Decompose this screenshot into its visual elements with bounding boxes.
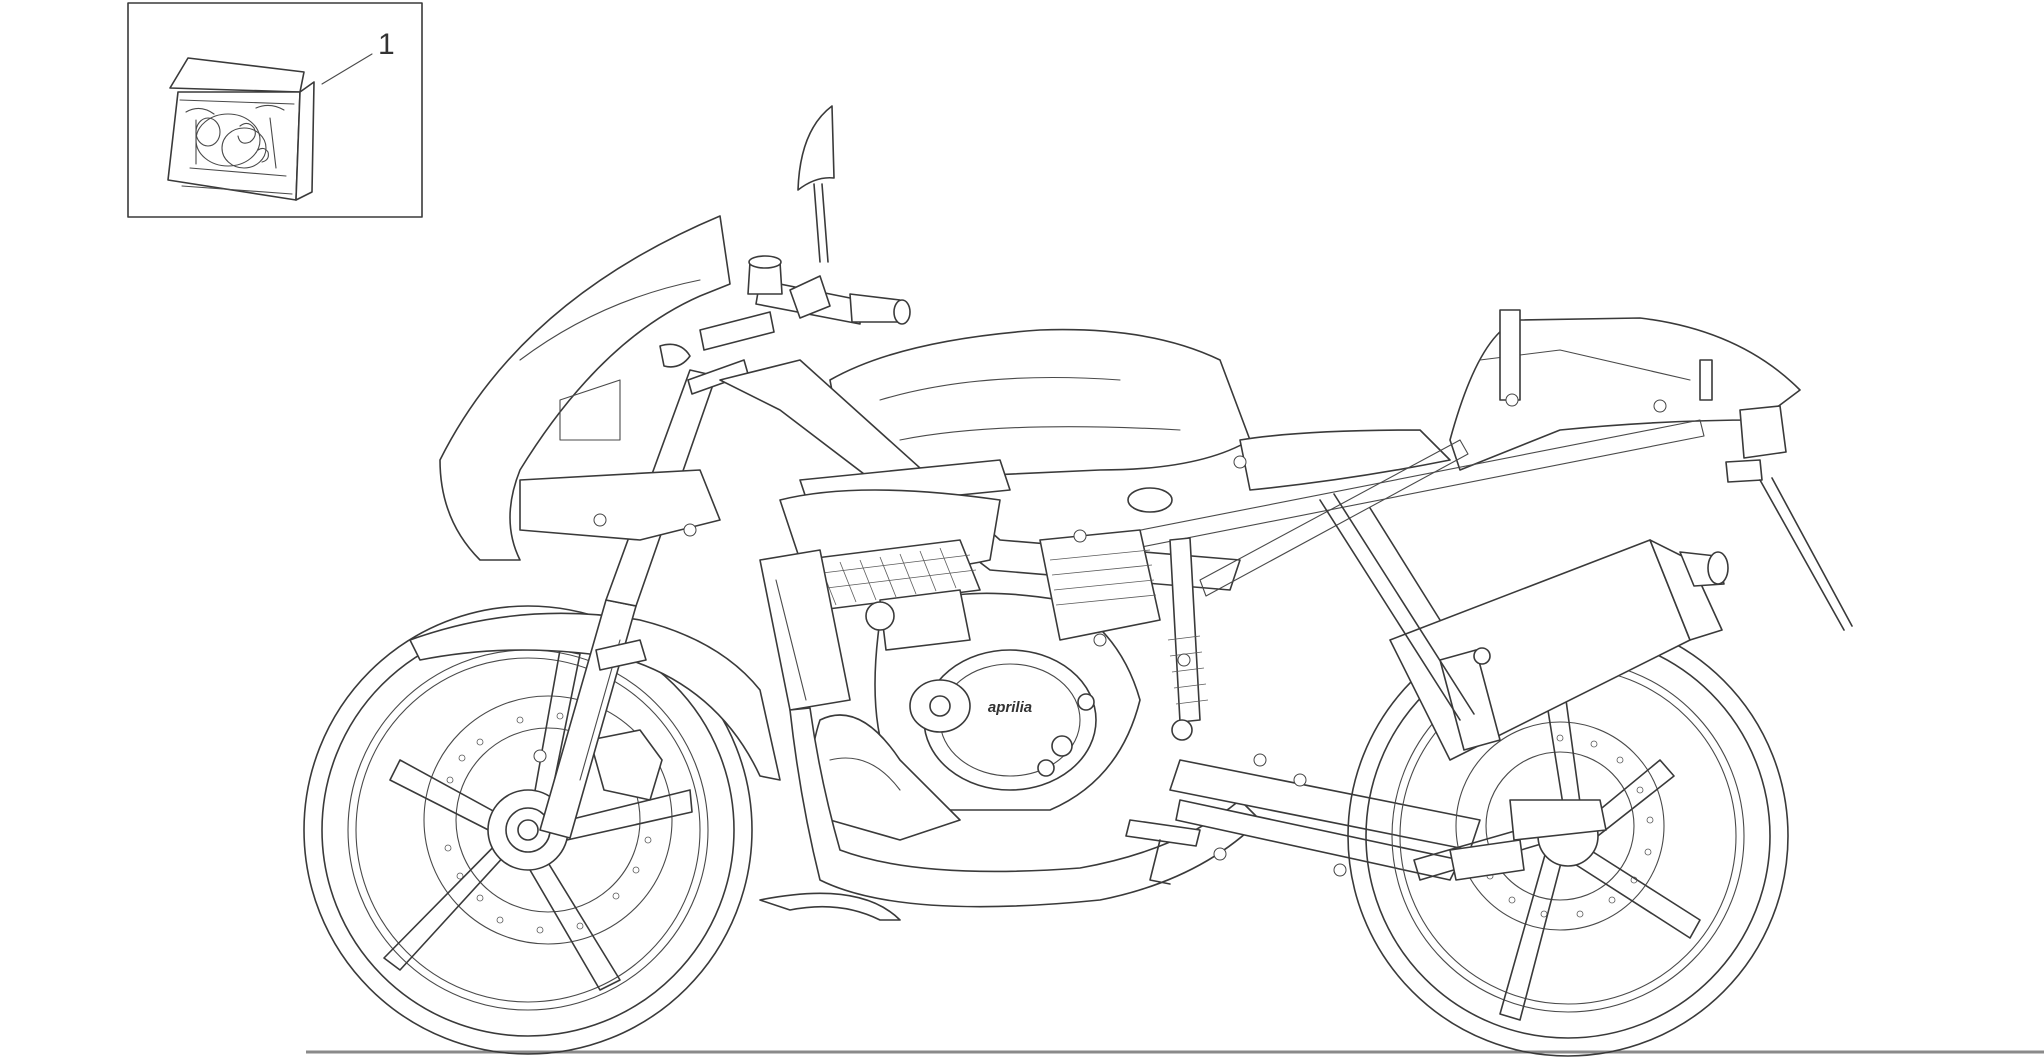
seat [1239,429,1451,491]
inset-panel: 1 [127,2,423,218]
engine: aprilia [759,529,1261,921]
front-brake-disc [423,695,673,945]
exhaust-silencer [1389,539,1729,761]
frame [719,359,1705,611]
tail-fairing [1449,317,1801,471]
front-fender [409,612,781,781]
callout-leader-1 [321,53,373,85]
belly-pan [759,892,901,921]
mirror [797,105,835,263]
rear-brake-disc [1455,721,1665,931]
decal-kit-icon[interactable] [167,57,315,201]
tail-light [1739,405,1787,459]
fuel-cap [1127,487,1173,513]
fasteners [533,393,1667,877]
rear-wheel [1347,615,1789,1057]
rear-shock [1167,537,1209,741]
radiator [759,549,851,711]
callout-number-1[interactable]: 1 [378,28,395,61]
handlebar [747,255,911,325]
footrest [1125,819,1201,847]
license-plate-bracket [1759,479,1845,631]
rear-brake-caliper [1509,799,1607,841]
carburetor [879,589,971,651]
engine-badge-text: aprilia [988,699,1032,716]
front-fairing [439,215,731,561]
side-fairing [519,469,721,541]
front-brake-caliper [589,729,663,801]
